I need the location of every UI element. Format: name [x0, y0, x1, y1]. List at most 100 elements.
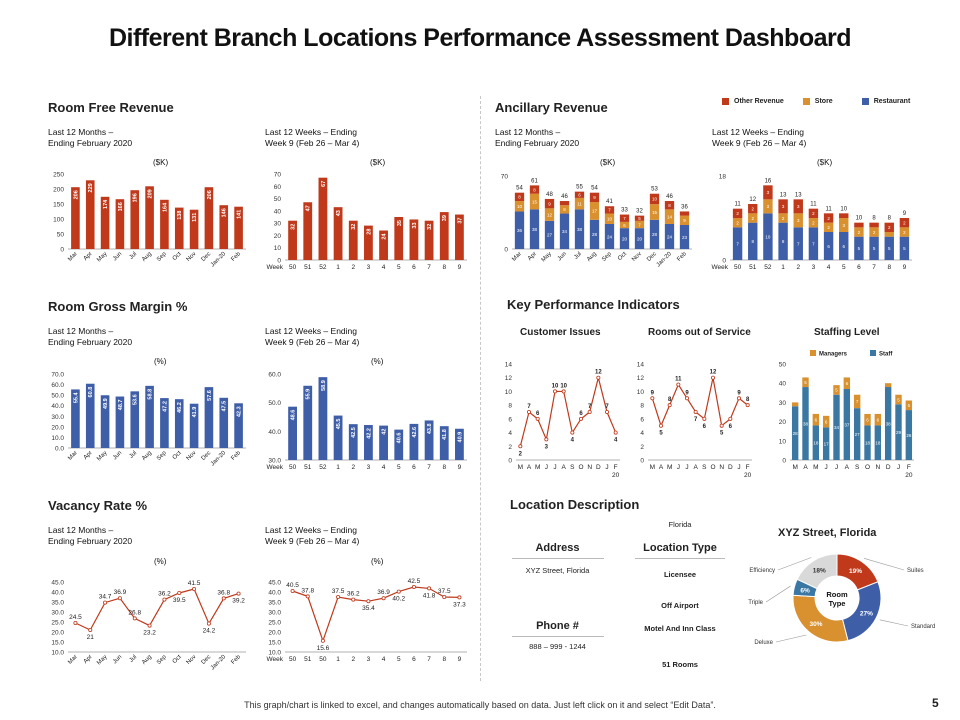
x-tick-label: 3 [367, 656, 371, 663]
subtitle-line: Last 12 Weeks – Ending [265, 127, 357, 137]
x-tick-label: J [685, 464, 688, 471]
data-point [745, 403, 750, 408]
bar-value-label: 40.6 [397, 433, 403, 444]
segment-value-label: 5 [858, 246, 861, 251]
x-tick-label: Sep [156, 450, 168, 462]
point-value-label: 39.2 [232, 598, 245, 605]
x-tick-label: Sep [156, 251, 168, 263]
y-tick-label: 40 [274, 208, 282, 215]
y-tick-label: 0 [277, 258, 281, 265]
y-tick-label: 2 [508, 444, 512, 451]
bar-value-label: 47 [306, 205, 312, 211]
total-value-label: 12 [749, 197, 756, 203]
y-tick-label: 30.0 [51, 610, 64, 617]
bar-value-label: 138 [177, 211, 183, 220]
point-value-label: 8 [668, 397, 672, 403]
subtitle-line: Ending February 2020 [495, 138, 580, 148]
bar-segment [884, 222, 894, 232]
x-axis-prefix: Week [267, 264, 284, 271]
total-value-label: 32 [636, 209, 643, 215]
point-value-label: 24.5 [69, 614, 82, 621]
bar [439, 212, 449, 260]
bar-segment [843, 377, 851, 389]
data-point [103, 600, 108, 605]
segment-value-label: 8 [563, 207, 566, 212]
point-value-label: 39.5 [173, 597, 186, 604]
x-tick-label: J [835, 464, 838, 471]
kpi-heading: Key Performance Indicators [507, 297, 680, 312]
data-point [650, 396, 655, 401]
segment-value-label: 27 [547, 233, 553, 238]
bar-segment [748, 213, 758, 223]
segment-value-label: 8 [533, 187, 536, 192]
y-tick-label: 4 [640, 430, 644, 437]
x-tick-label: 1 [336, 656, 340, 663]
x-tick-label: Jun [112, 450, 123, 461]
total-value-label: 46 [666, 194, 673, 200]
total-value-label: 11 [825, 206, 832, 212]
y-tick-label: 40.0 [268, 429, 281, 436]
subtitle-line: Last 12 Months – [48, 326, 114, 336]
y-tick-label: 35.0 [268, 600, 281, 607]
bar-segment [748, 222, 758, 260]
data-point [320, 638, 325, 643]
bar [409, 423, 419, 460]
bar [234, 403, 243, 448]
x-tick-label: 2 [796, 264, 800, 271]
data-point [162, 597, 167, 602]
y-tick-label: 250 [53, 172, 64, 179]
point-value-label: 41.5 [188, 580, 201, 587]
segment-value-label: 6 [846, 381, 849, 386]
bar-segment [529, 185, 540, 194]
phone-value: 888 – 999 - 1244 [529, 642, 586, 651]
segment-value-label: 11 [577, 201, 582, 206]
slice-value-label: 30% [809, 621, 822, 628]
x-tick-label: 8 [442, 464, 446, 471]
bar-segment [884, 383, 892, 388]
data-point [685, 396, 690, 401]
bar-value-label: 35 [397, 220, 403, 226]
data-point [553, 389, 558, 394]
x-tick-label: J [825, 464, 828, 471]
x-tick-label: A [561, 464, 566, 471]
x-tick-label: 5 [397, 464, 401, 471]
bar-segment [874, 425, 882, 460]
bar-segment [574, 191, 585, 198]
y-tick-label: 25.0 [268, 620, 281, 627]
data-point [336, 594, 341, 599]
bar [115, 199, 125, 249]
x-tick-label: Jul [128, 654, 138, 664]
segment-value-label: 5 [873, 246, 876, 251]
ancillary-revenue-heading: Ancillary Revenue [495, 100, 608, 115]
bar-segment [634, 228, 645, 249]
room-type-donut-chart: 19%Suites27%Standard30%Deluxe6%Triple18%… [748, 553, 935, 646]
point-value-label: 7 [694, 417, 698, 423]
total-value-label: 11 [810, 202, 817, 208]
data-point [147, 623, 152, 628]
y-tick-label: 60 [274, 184, 282, 191]
bar-value-label: 42.2 [366, 428, 372, 439]
total-value-label: 13 [795, 192, 802, 198]
point-value-label: 36.9 [114, 589, 127, 596]
segment-value-label: 24 [607, 234, 613, 239]
y-tick-label: 25.0 [51, 620, 64, 627]
x-tick-label: Aug [141, 450, 153, 462]
data-point [561, 389, 566, 394]
bar-segment [679, 225, 690, 249]
location-type-item: Licensee [663, 570, 697, 579]
bar-segment [812, 413, 820, 426]
bar [219, 205, 229, 249]
segment-value-label: 2 [736, 211, 739, 216]
x-tick-label: 8 [442, 656, 446, 663]
bar [174, 399, 184, 448]
bar-segment [778, 222, 788, 260]
x-tick-label: M [535, 464, 540, 471]
x-tick-label: 6 [412, 264, 416, 271]
leader-line [775, 634, 807, 643]
bar-segment [864, 425, 871, 460]
data-point [613, 430, 618, 435]
x-tick-label: 1 [336, 464, 340, 471]
x-tick-label: Jul [573, 251, 583, 261]
bar-value-label: 41.8 [442, 429, 448, 440]
